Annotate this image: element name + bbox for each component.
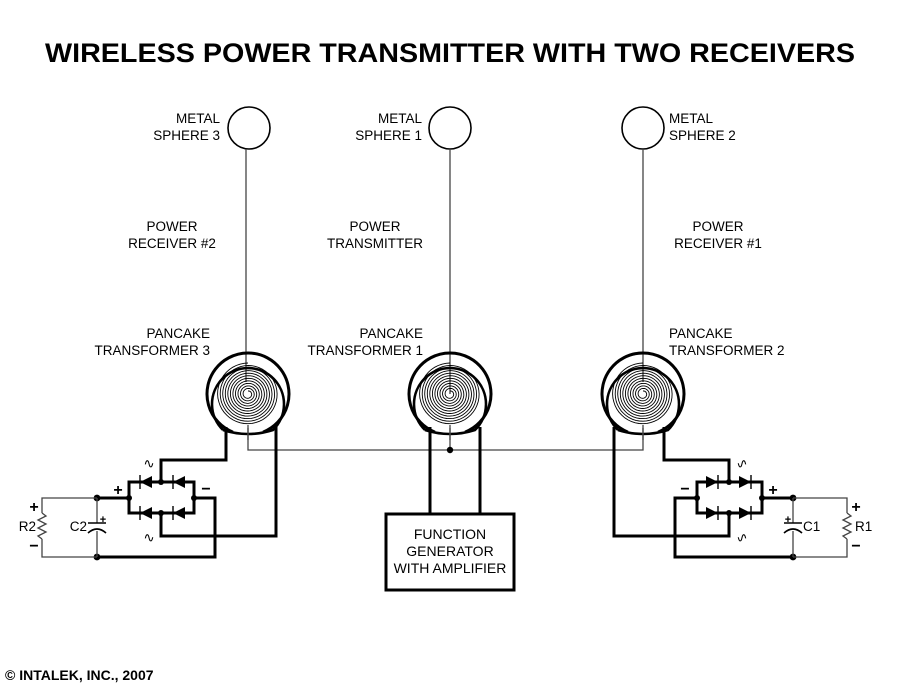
r1-label: R1 — [855, 519, 872, 534]
left-ac-symbol-bottom: ∿ — [143, 530, 154, 545]
coil-outer-winding — [407, 351, 493, 434]
right-ac-symbol-top: ∿ — [736, 456, 747, 471]
c2-plus: + — [100, 514, 106, 526]
transformer-3-label-line1: PANCAKE — [146, 326, 210, 341]
transformer-2-label-line2: TRANSFORMER 2 — [669, 343, 785, 358]
receiver-1-label-line1: POWER — [692, 219, 743, 234]
sphere-2-label-line1: METAL — [669, 111, 713, 126]
generator-label-line2: GENERATOR — [406, 543, 493, 559]
ground-bus-wire — [247, 428, 644, 451]
coil-spiral — [419, 362, 480, 425]
right-rectifier-circuit — [612, 428, 853, 561]
diode-left-top-1 — [139, 475, 152, 489]
sphere-3-label-line2: SPHERE 3 — [153, 128, 220, 143]
diode-left-bottom-1 — [139, 506, 152, 520]
diode-right-top-2 — [739, 475, 752, 489]
transformer-2-label-line1: PANCAKE — [669, 326, 733, 341]
sphere-1-label-line2: SPHERE 1 — [355, 128, 422, 143]
transmitter-label-line2: TRANSMITTER — [327, 236, 423, 251]
receiver-1-label-line2: RECEIVER #1 — [674, 236, 762, 251]
receiver-2-label-line2: RECEIVER #2 — [128, 236, 216, 251]
c1-plus: + — [785, 514, 791, 526]
sphere-1-label-line1: METAL — [378, 111, 422, 126]
right-bridge-plus: + — [768, 482, 777, 499]
left-ac-symbol-top: ∿ — [143, 456, 154, 471]
generator-label-line1: FUNCTION — [414, 526, 486, 542]
right-bridge-minus: − — [680, 481, 689, 498]
transformer-1-label-line1: PANCAKE — [359, 326, 423, 341]
diode-right-bottom-2 — [739, 506, 752, 520]
r2-minus: − — [29, 538, 38, 555]
diagram-title: WIRELESS POWER TRANSMITTER WITH TWO RECE… — [45, 38, 855, 68]
left-rectifier-circuit — [36, 428, 278, 561]
r2-label: R2 — [19, 519, 36, 534]
coil-spiral — [612, 362, 673, 425]
function-generator-box — [384, 512, 516, 592]
right-secondary-lead-b — [612, 428, 731, 538]
diode-right-bottom-1 — [706, 506, 719, 520]
metal-sphere-3 — [227, 106, 271, 150]
generator-label-line3: WITH AMPLIFIER — [394, 560, 507, 576]
left-secondary-lead-b — [159, 428, 278, 538]
right-dc-minus-wire — [673, 496, 793, 559]
diode-left-top-2 — [172, 475, 185, 489]
transformer-3-label-line2: TRANSFORMER 3 — [94, 343, 210, 358]
sphere-3-label-line1: METAL — [176, 111, 220, 126]
c1-label: C1 — [803, 519, 820, 534]
r1-minus: − — [851, 538, 860, 555]
coil-spiral — [217, 362, 278, 425]
metal-sphere-2 — [621, 106, 665, 150]
left-secondary-lead-a — [159, 428, 228, 482]
sphere-2-label-line2: SPHERE 2 — [669, 128, 736, 143]
diode-left-bottom-2 — [172, 506, 185, 520]
left-bridge-plus: + — [113, 482, 122, 499]
right-ac-symbol-bottom: ∿ — [736, 530, 747, 545]
c2-label: C2 — [70, 519, 87, 534]
transmitter-label-line1: POWER — [349, 219, 400, 234]
ground-junction-dot — [446, 446, 454, 454]
receiver-2-label-line1: POWER — [146, 219, 197, 234]
left-dc-minus-wire — [97, 496, 217, 559]
coil-outer-winding — [600, 351, 686, 434]
right-secondary-lead-a — [662, 428, 731, 482]
r2-plus: + — [29, 499, 38, 516]
copyright-notice: © INTALEK, INC., 2007 — [5, 667, 154, 683]
metal-sphere-1 — [428, 106, 472, 150]
pancake-transformer-3 — [205, 351, 291, 440]
diode-right-top-1 — [706, 475, 719, 489]
transformer-1-label-line2: TRANSFORMER 1 — [307, 343, 423, 358]
coil-outer-winding — [205, 351, 291, 434]
r1-plus: + — [851, 499, 860, 516]
left-bridge-minus: − — [201, 481, 210, 498]
